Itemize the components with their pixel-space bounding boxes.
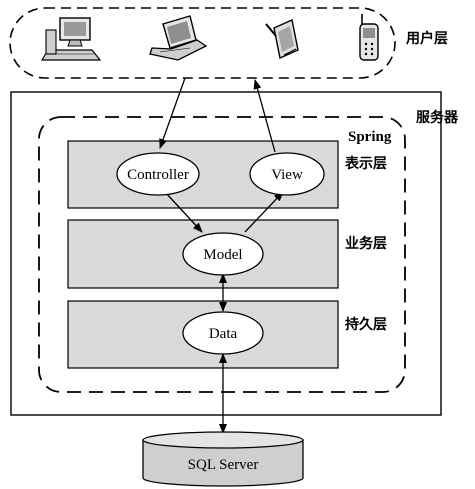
database-cylinder: [142, 431, 304, 487]
persistence-layer-label: 持久层: [345, 316, 387, 333]
controller-node: [116, 152, 200, 196]
business-layer-label: 业务层: [345, 235, 387, 252]
database-label: SQL Server: [188, 457, 259, 473]
laptop-icon: [149, 15, 208, 61]
spring-label: Spring: [348, 129, 392, 145]
controller-node-label: Controller: [127, 167, 189, 183]
desktop-computer-icon: [40, 17, 102, 61]
data-node-label: Data: [209, 326, 238, 342]
view-node: [249, 152, 325, 196]
arrow-controller-to-model: [164, 191, 203, 233]
pda-icon: [265, 19, 299, 59]
user-tier-label: 用户层: [406, 30, 448, 47]
arrow-model-to-view: [244, 191, 284, 233]
user-tier-boundary: [9, 7, 396, 79]
data-node: [182, 311, 264, 355]
presentation-layer-label: 表示层: [344, 155, 387, 172]
view-node-label: View: [271, 167, 303, 183]
mobile-phone-icon: [359, 14, 379, 61]
model-node: [182, 232, 264, 276]
arrow-view-to-user: [253, 79, 276, 153]
server-label: 服务器: [416, 109, 459, 126]
model-node-label: Model: [203, 247, 242, 263]
arrow-user-to-controller: [159, 77, 186, 149]
